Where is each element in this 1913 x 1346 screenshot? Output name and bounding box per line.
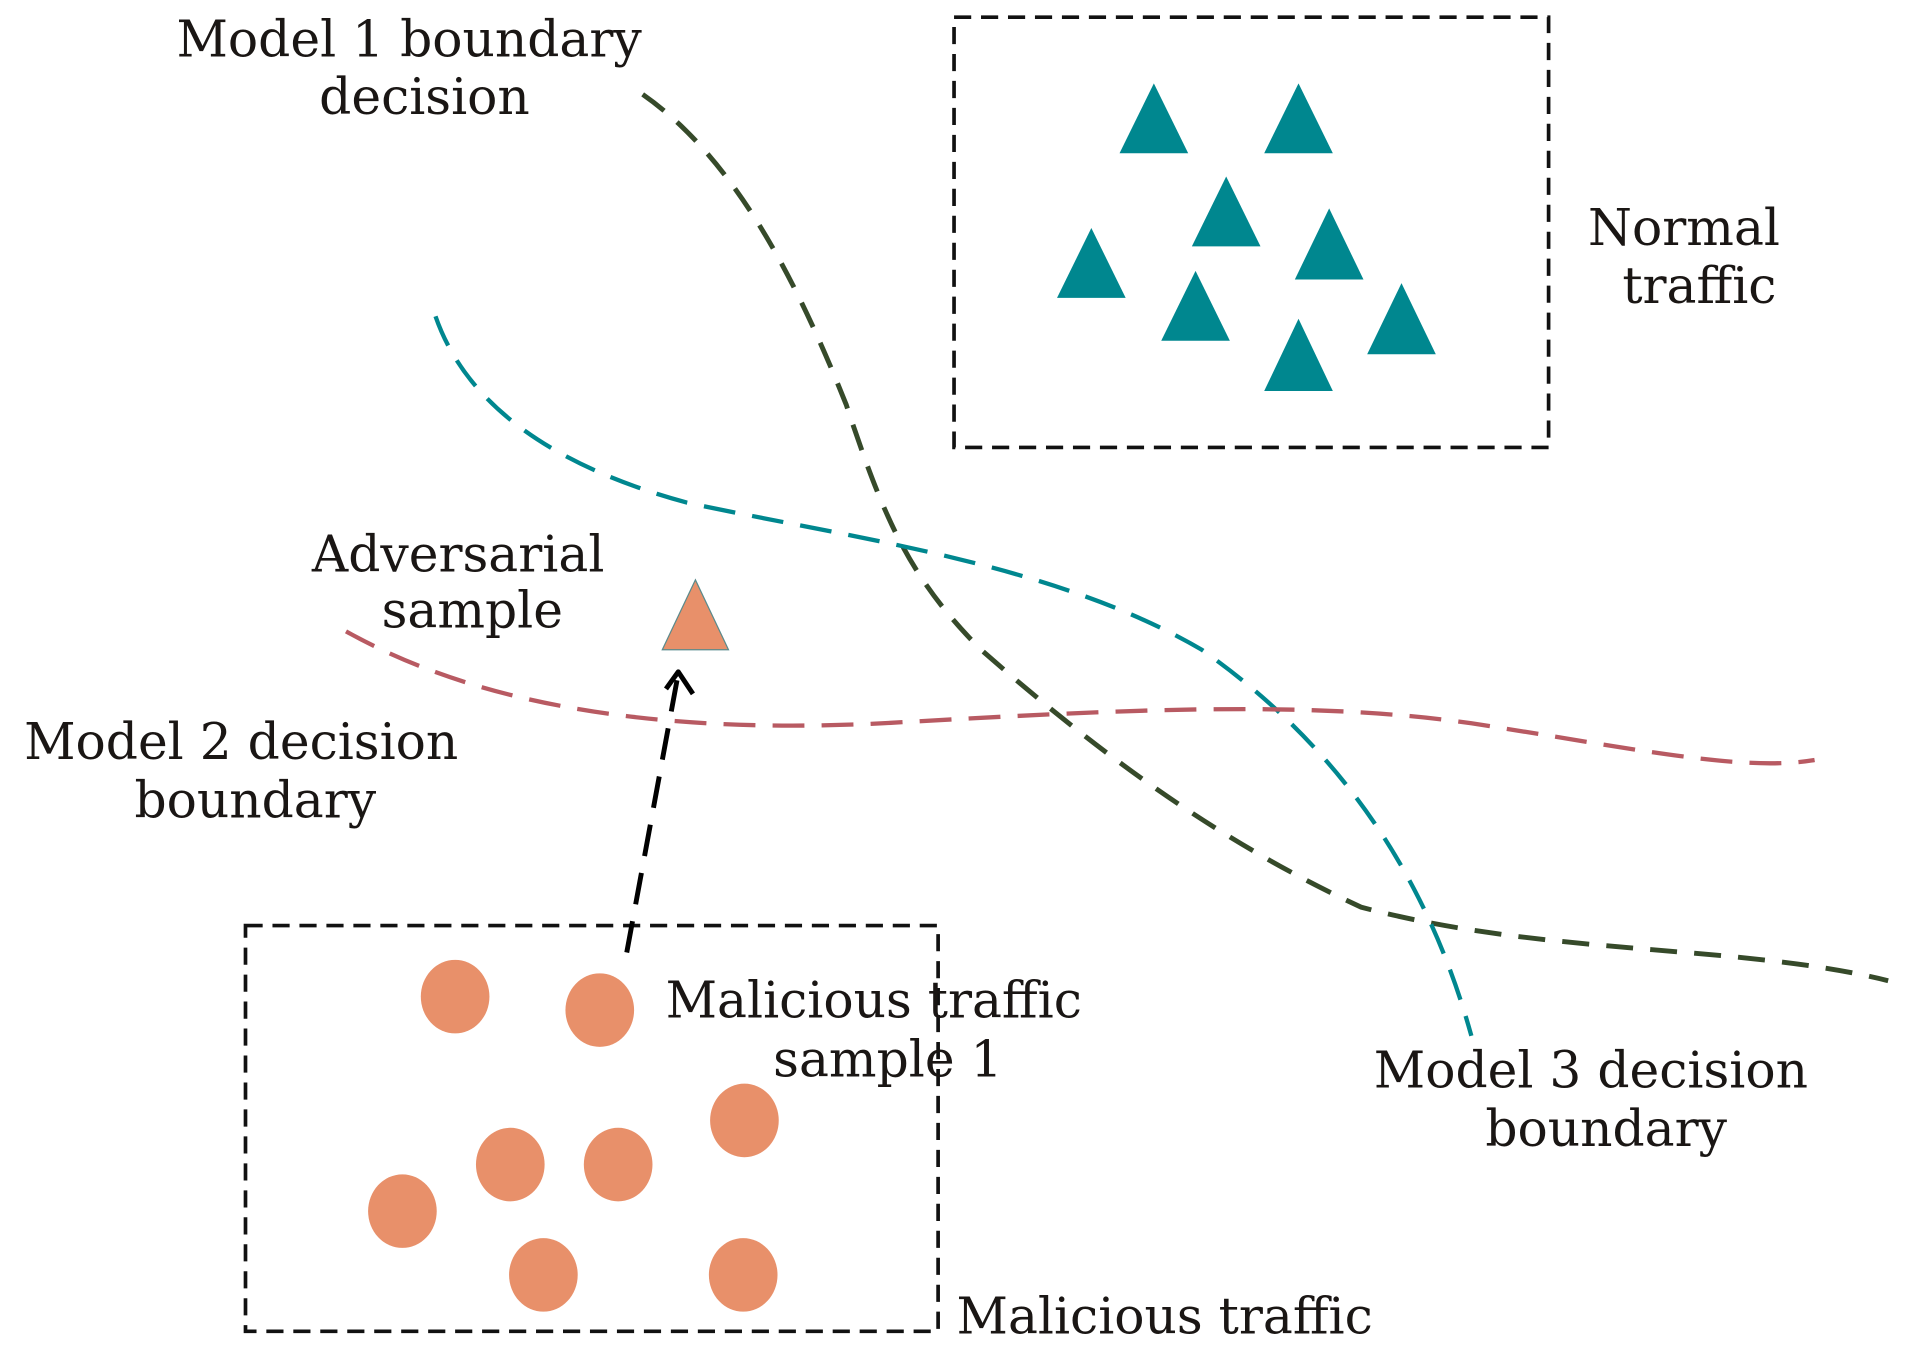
normal-traffic-group: [1057, 83, 1436, 392]
malicious-traffic-circle: [475, 1127, 545, 1202]
model3-decision-boundary: [433, 315, 1474, 1037]
model2-decision-boundary: [344, 629, 1815, 766]
malicious-traffic-circle: [710, 1083, 779, 1158]
adversarial-sample-triangle: [661, 578, 730, 651]
adversarial-arrow: [624, 679, 680, 953]
malicious-traffic-circle: [420, 959, 490, 1034]
malicious-traffic-box: [243, 923, 940, 1334]
normal-traffic-triangle: [1119, 83, 1189, 154]
model3-label: Model 3 decision boundary: [1374, 1040, 1824, 1158]
malicious-sample-label: Malicious traffic sample 1: [666, 970, 1098, 1088]
normal-traffic-triangle: [1264, 318, 1333, 392]
normal-traffic-box: [952, 15, 1551, 450]
malicious-traffic-circle: [368, 1174, 437, 1248]
arrowhead-icon: [663, 669, 695, 696]
model1-label: Model 1 boundary decision: [176, 9, 657, 126]
model1-decision-boundary: [641, 92, 1889, 984]
normal-traffic-triangle: [1057, 228, 1126, 298]
normal-traffic-triangle: [1264, 83, 1333, 154]
malicious-traffic-circle: [708, 1238, 778, 1312]
malicious-traffic-label: Malicious traffic: [957, 1287, 1373, 1346]
normal-traffic-label: Normal traffic: [1588, 198, 1796, 315]
normal-traffic-triangle: [1191, 176, 1261, 247]
model2-label: Model 2 decision boundary: [24, 712, 474, 830]
malicious-traffic-circle: [583, 1127, 653, 1202]
normal-traffic-triangle: [1367, 283, 1436, 355]
normal-traffic-triangle: [1161, 270, 1230, 341]
malicious-traffic-circle: [565, 973, 635, 1047]
malicious-traffic-circle: [509, 1238, 578, 1312]
adversarial-sample-label: Adversarial sample: [311, 524, 620, 639]
normal-traffic-triangle: [1294, 208, 1364, 280]
malicious-traffic-group: [368, 959, 779, 1312]
